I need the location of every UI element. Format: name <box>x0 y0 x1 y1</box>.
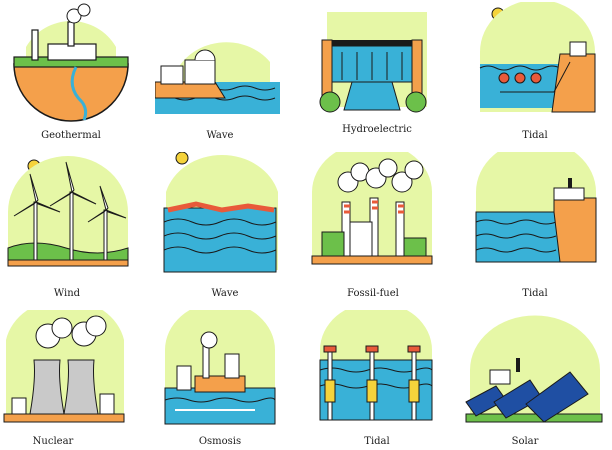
tile-label: Wave <box>211 288 239 299</box>
osmosis-plant-icon <box>164 310 276 425</box>
tile-label: Hydroelectric <box>342 124 412 135</box>
tile-wind: Wind <box>0 152 130 299</box>
tile-label: Nuclear <box>32 436 74 447</box>
tile-nuclear: Nuclear <box>0 310 130 450</box>
tile-label: Fossil-fuel <box>347 288 399 299</box>
tile-label: Wind <box>53 288 81 299</box>
tile-fossil-fuel: Fossil-fuel <box>308 152 438 299</box>
tile-tidal-3: Tidal <box>312 310 442 450</box>
tile-wave-2: Wave <box>160 152 290 299</box>
tile-label: Tidal <box>522 130 548 141</box>
wave-floating-icon <box>163 152 278 273</box>
tile-label: Tidal <box>364 436 390 447</box>
tidal-barrage-icon <box>475 152 597 263</box>
tile-label: Geothermal <box>41 130 101 141</box>
tile-tidal-1: Tidal <box>470 2 600 142</box>
wind-turbines-icon <box>7 156 129 267</box>
tile-osmosis: Osmosis <box>155 310 285 450</box>
tile-solar: Solar <box>460 310 603 450</box>
geothermal-plant-icon <box>13 3 129 122</box>
tile-geothermal: Geothermal <box>6 2 136 142</box>
solar-farm-icon <box>465 315 603 423</box>
nuclear-plant-icon <box>3 310 125 423</box>
tidal-turbines-icon <box>319 310 433 421</box>
wave-plant-icon <box>155 42 280 114</box>
tile-wave: Wave <box>155 2 285 142</box>
fossil-fuel-plant-icon <box>311 152 433 265</box>
hydroelectric-dam-icon <box>319 12 427 113</box>
tile-label: Wave <box>206 130 234 141</box>
tile-tidal-2: Tidal <box>470 152 600 299</box>
tile-hydroelectric: Hydroelectric <box>312 2 442 142</box>
tile-label: Osmosis <box>198 436 242 447</box>
tile-label: Tidal <box>522 288 548 299</box>
tile-label: Solar <box>511 436 539 447</box>
tidal-plant-icon <box>479 2 596 113</box>
